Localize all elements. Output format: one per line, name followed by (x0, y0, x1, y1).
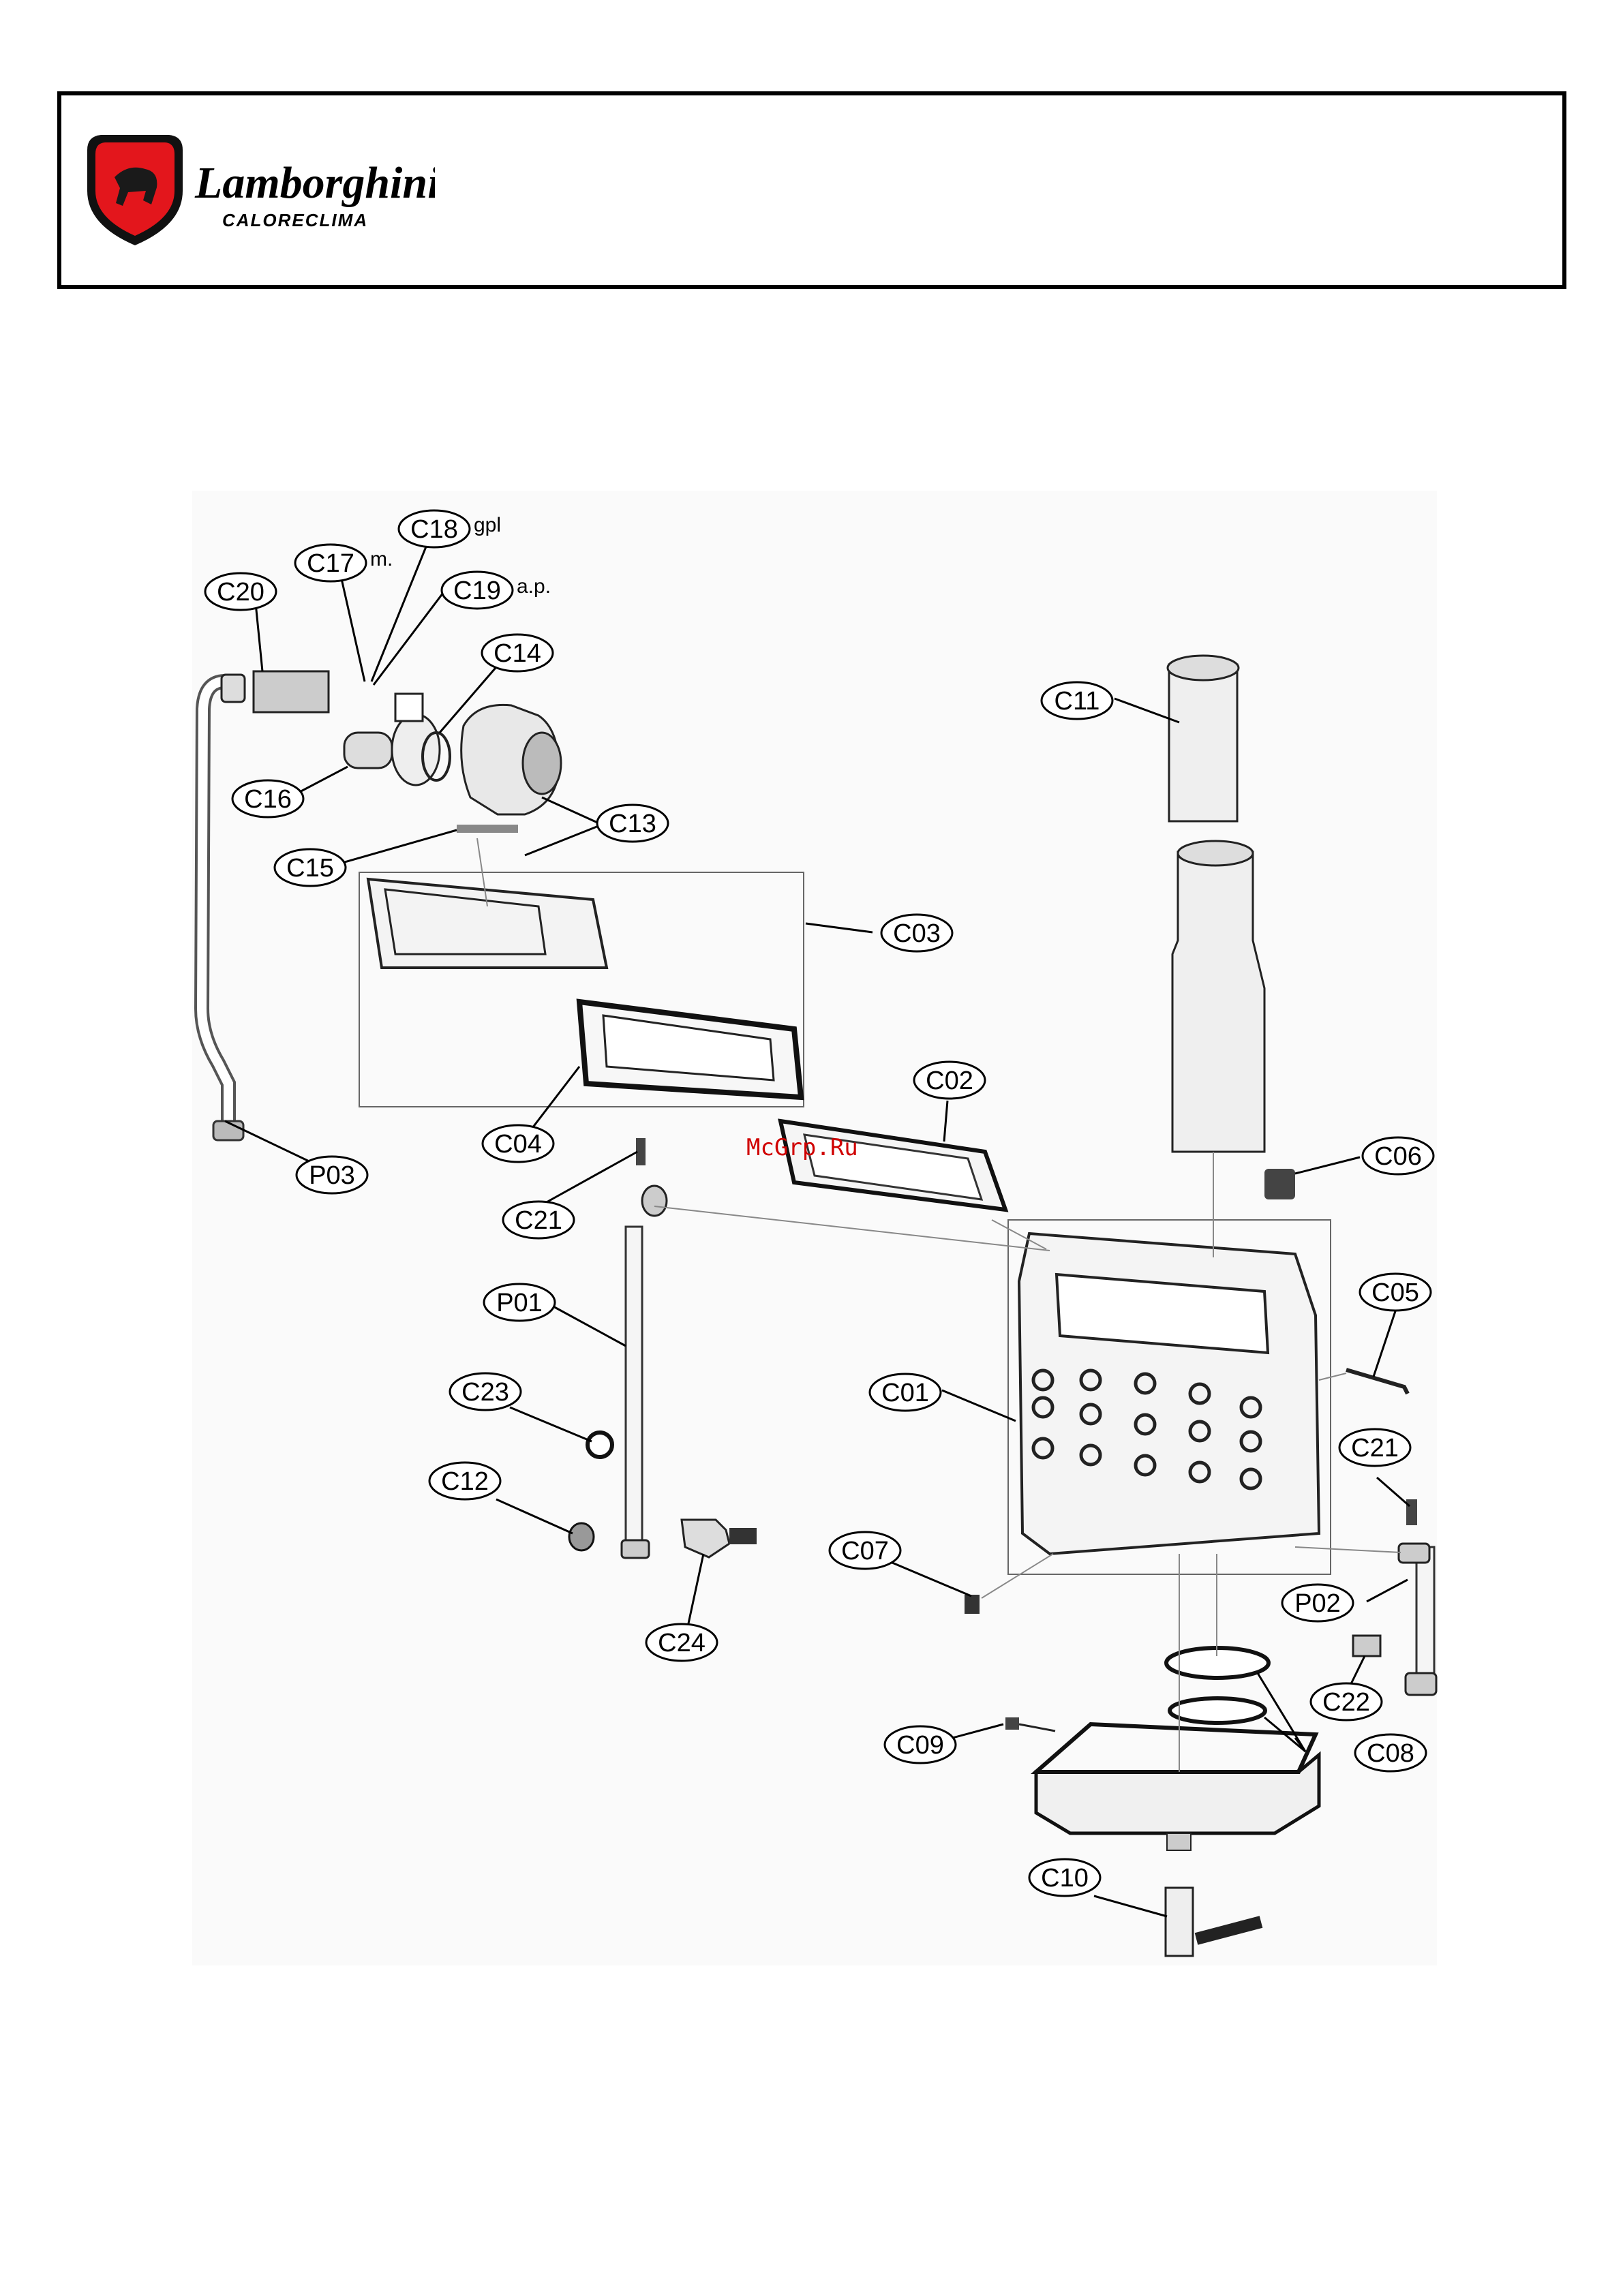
callout-c12: C12 (429, 1463, 500, 1499)
callout-c13: C13 (597, 805, 668, 842)
callout-c20: C20 (205, 573, 276, 610)
flue-pipe-c11 (1169, 664, 1237, 821)
callout-p02: P02 (1282, 1585, 1353, 1621)
sensor-c06 (1264, 1169, 1295, 1199)
callout-label: C16 (244, 785, 292, 814)
callout-c09: C09 (885, 1726, 956, 1763)
water-pipe-p02 (1416, 1547, 1434, 1677)
callout-p03: P03 (297, 1157, 367, 1193)
callout-c03: C03 (881, 915, 952, 951)
callout-c08: C08 (1355, 1734, 1426, 1771)
callout-c11: C11 (1042, 682, 1112, 719)
callout-label: C18 (410, 515, 458, 544)
callout-label: C22 (1322, 1688, 1370, 1717)
callout-label: P01 (496, 1289, 543, 1317)
callout-c04: C04 (483, 1125, 553, 1162)
screw-c07 (965, 1595, 980, 1614)
callout-label: C04 (494, 1130, 542, 1159)
callout-c07: C07 (830, 1532, 900, 1569)
callout-c01: C01 (870, 1374, 941, 1411)
watermark: McGrp.Ru (746, 1134, 858, 1161)
valve-c22 (1353, 1636, 1380, 1656)
gasket-c08-bottom (1170, 1698, 1265, 1723)
callout-c10: C10 (1029, 1859, 1100, 1896)
callout-label: C05 (1371, 1279, 1419, 1307)
callout-label: C02 (926, 1067, 973, 1095)
callout-c02: C02 (914, 1062, 985, 1099)
callout-variant-label: a.p. (517, 575, 551, 598)
callout-label: C21 (515, 1206, 562, 1235)
callout-c15: C15 (275, 849, 346, 886)
gas-valve-c20 (254, 671, 329, 712)
callout-label: C15 (286, 854, 334, 883)
plug-c23 (588, 1433, 612, 1457)
callout-label: C03 (893, 919, 941, 948)
callout-p01: P01 (484, 1284, 555, 1321)
sensor-c21-right (1406, 1499, 1417, 1525)
callout-label: C21 (1351, 1434, 1399, 1463)
callout-c23: C23 (450, 1373, 521, 1410)
callout-label: C07 (841, 1537, 889, 1565)
callout-c06: C06 (1363, 1137, 1434, 1174)
callout-label: C12 (441, 1467, 489, 1496)
flue-adaptor (1172, 852, 1264, 1152)
callout-label: C06 (1374, 1142, 1422, 1171)
callout-label: C14 (494, 639, 541, 668)
sensor-c21-left (636, 1138, 646, 1165)
callout-c14: C14 (482, 634, 553, 671)
sensor-c09 (1005, 1717, 1019, 1730)
pipe-fitting (213, 1121, 243, 1140)
callout-variant-label: m. (370, 548, 393, 570)
callout-c22: C22 (1311, 1683, 1382, 1720)
callout-label: C19 (453, 577, 501, 605)
callout-label: C08 (1367, 1739, 1414, 1768)
callout-c24: C24 (646, 1624, 717, 1661)
callout-c21b: C21 (1339, 1429, 1410, 1466)
callout-label: C23 (461, 1378, 509, 1407)
gasket-c15 (457, 825, 518, 833)
callout-label: C13 (609, 810, 656, 838)
water-pipe-p01 (626, 1227, 642, 1547)
callout-label: C11 (1055, 687, 1100, 716)
callout-label: C01 (881, 1379, 929, 1407)
callout-label: P03 (309, 1161, 355, 1190)
cap-c12 (569, 1523, 594, 1550)
callout-label: C17 (307, 549, 354, 578)
callout-label: C10 (1041, 1864, 1089, 1893)
callout-c05: C05 (1360, 1274, 1431, 1311)
callout-variant-label: gpl (474, 514, 501, 536)
callout-label: P02 (1294, 1589, 1341, 1618)
callout-label: C24 (658, 1629, 706, 1657)
callout-label: C09 (896, 1731, 944, 1760)
callout-c16: C16 (232, 780, 303, 817)
callout-c21a: C21 (503, 1201, 574, 1238)
siphon-c10 (1166, 1888, 1193, 1956)
venturi-c16 (344, 733, 392, 768)
callout-label: C20 (217, 578, 264, 607)
